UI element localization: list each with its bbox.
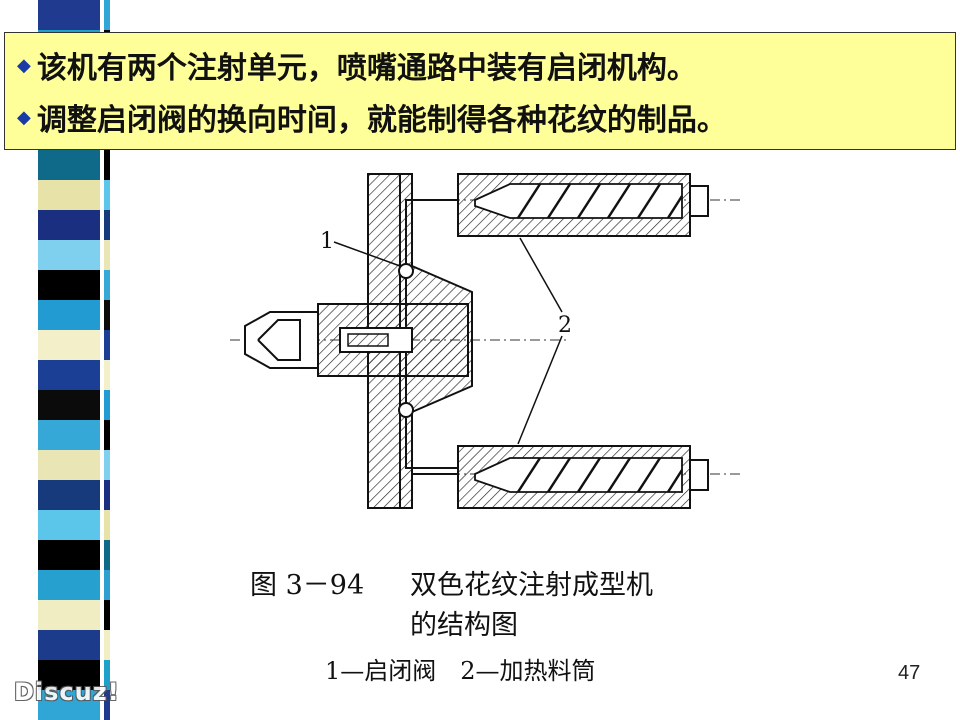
page-number: 47 [898,662,921,684]
stripe-cell [38,210,100,240]
figure-legend: 1—启闭阀 2—加热料筒 [325,657,596,685]
stripe-cell [38,0,100,30]
thin-stripe-cell [104,690,110,720]
stripe-cell [38,390,100,420]
diamond-bullet-icon: ◆ [17,54,31,76]
stripe-cell [38,480,100,510]
leader-lines [333,237,563,445]
thin-stripe-cell [104,600,110,630]
stripe-cell [38,660,100,690]
stripe-cell [38,360,100,390]
thin-stripe-cell [104,330,110,360]
thin-stripe-cell [104,240,110,270]
thin-stripe-cell [104,210,110,240]
heating-barrel-upper [457,173,709,237]
stripe-cell [38,690,100,720]
figure-title-line2: 的结构图 [410,610,518,641]
label-1: 1 [320,229,334,254]
bullet-line-2: ◆ 调整启闭阀的换向时间，就能制得各种花纹的制品。 [17,91,943,143]
thin-stripe-cell [104,630,110,660]
bullet-text-2: 调整启闭阀的换向时间，就能制得各种花纹的制品。 [36,103,727,138]
bullet-text-1: 该机有两个注射单元，喷嘴通路中装有启闭机构。 [36,51,697,86]
stripe-cell [38,600,100,630]
thin-stripe-cell [104,450,110,480]
thin-stripe-cell [104,660,110,690]
figure-caption: 图 3－94 双色花纹注射成型机 的结构图 1—启闭阀 2—加热料筒 [250,563,770,687]
thin-stripe-cell [104,480,110,510]
shutoff-valve [398,263,414,418]
thin-stripe-cell [104,420,110,450]
heating-barrel-lower [457,445,709,509]
stripe-cell [38,420,100,450]
watermark-logo: Discuz! [14,678,120,706]
thin-stripe-cell [104,570,110,600]
bullet-line-1: ◆ 该机有两个注射单元，喷嘴通路中装有启闭机构。 [17,39,943,91]
highlight-banner: ◆ 该机有两个注射单元，喷嘴通路中装有启闭机构。 ◆ 调整启闭阀的换向时间，就能… [4,32,956,150]
thin-stripe-cell [104,180,110,210]
thin-stripe-cell [104,360,110,390]
diamond-bullet-icon: ◆ [17,106,31,128]
thin-stripe-cell [104,270,110,300]
figure-number: 图 3－94 [250,570,365,601]
thin-stripe-cell [104,510,110,540]
label-2: 2 [558,313,572,338]
stripe-cell [38,540,100,570]
stripe-cell [38,630,100,660]
stripe-cell [38,150,100,180]
thin-stripe-cell [104,540,110,570]
figure-title-line1: 双色花纹注射成型机 [410,570,653,601]
stripe-cell [38,180,100,210]
central-nozzle-assembly [244,303,469,377]
stripe-cell [38,450,100,480]
stripe-cell [38,270,100,300]
stripe-cell [38,510,100,540]
stripe-cell [38,240,100,270]
stripe-cell [38,300,100,330]
stripe-cell [38,570,100,600]
thin-stripe-cell [104,150,110,180]
stripe-cell [38,330,100,360]
thin-stripe-cell [104,390,110,420]
thin-stripe-cell [104,300,110,330]
thin-stripe-cell [104,0,110,30]
machine-structure-diagram: 1 2 [230,173,740,509]
